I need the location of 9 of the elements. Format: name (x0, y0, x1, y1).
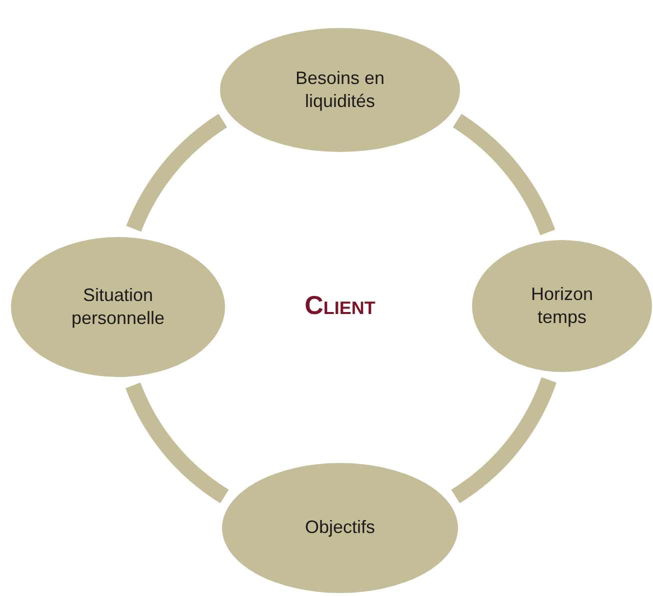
center-title: Client (304, 290, 376, 320)
ring-arc (126, 380, 230, 504)
ring-arc (450, 376, 556, 504)
ring-arc (126, 114, 228, 234)
node-label: Situation personnelle (70, 284, 166, 330)
node-label: Objectifs (304, 516, 376, 540)
node-label: Besoins en liquidités (294, 66, 386, 113)
node-label: Horizon temps (530, 282, 594, 329)
ring-arc (452, 114, 556, 237)
